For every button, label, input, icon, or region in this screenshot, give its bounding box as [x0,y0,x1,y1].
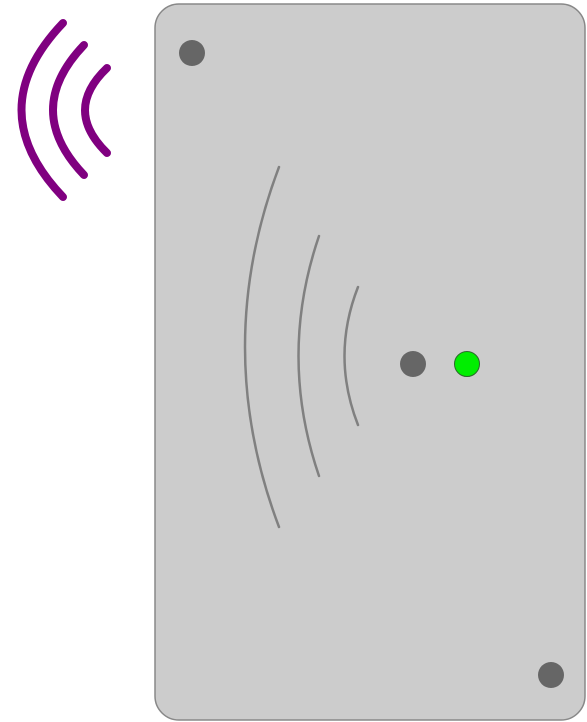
signal-arc-inner [85,68,107,153]
signal-arc-middle [53,45,84,175]
wireless-signal-icon [22,23,108,197]
status-led-off [400,351,426,377]
screw-icon [538,662,564,688]
reader-body [155,4,585,720]
card-reader-icon [155,4,585,720]
status-led-on [455,352,480,377]
screw-icon [179,40,205,66]
